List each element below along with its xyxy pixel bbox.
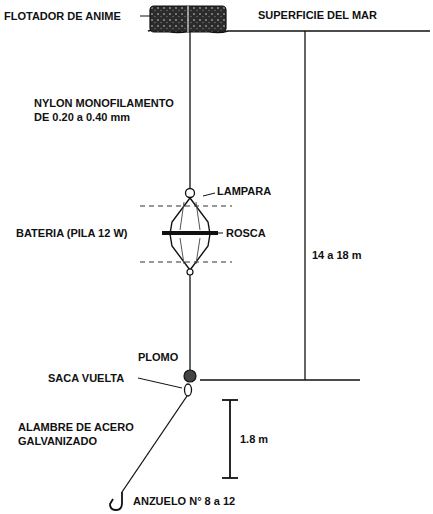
foam-float [150,6,226,32]
leader-line [218,233,223,234]
part-name: ROSCA [226,226,266,240]
dimension-line [200,379,360,380]
leader-line [138,378,182,388]
dashed-guide [140,206,232,207]
lamp-ring [187,269,193,275]
part-name: PLOMO [138,350,178,364]
thread-bar [162,231,218,235]
dimension-label: 1.8 m [240,432,268,446]
part-name: NYLON MONOFILAMENTO DE 0.20 a 0.40 mm [34,96,179,125]
part-name: ALAMBRE DE ACERO GALVANIZADO [18,420,143,449]
lead-weight [184,370,196,382]
dimension-line [304,31,305,380]
nylon-line [189,32,190,188]
dashed-guide [140,262,232,263]
dimension-tick [222,477,238,479]
part-name: FLOTADOR DE ANIME [4,9,121,23]
leader-line [203,193,215,196]
steel-wire [122,396,187,492]
swivel [185,384,192,396]
part-name: SUPERFICIE DEL MAR [258,8,377,22]
part-name: BATERIA (PILA 12 W) [16,226,127,240]
dimension-line [229,400,231,478]
leader-line [140,16,150,17]
lamp-ring [186,189,195,198]
float-seam [187,6,189,32]
dimension-tick [222,399,238,401]
part-name: LAMPARA [217,184,271,198]
part-name: ANZUELO N° 8 a 12 [133,494,235,508]
part-name: SACA VUELTA [48,371,124,385]
hook [110,492,122,510]
dimension-label: 14 a 18 m [312,248,362,262]
nylon-line [189,275,190,370]
